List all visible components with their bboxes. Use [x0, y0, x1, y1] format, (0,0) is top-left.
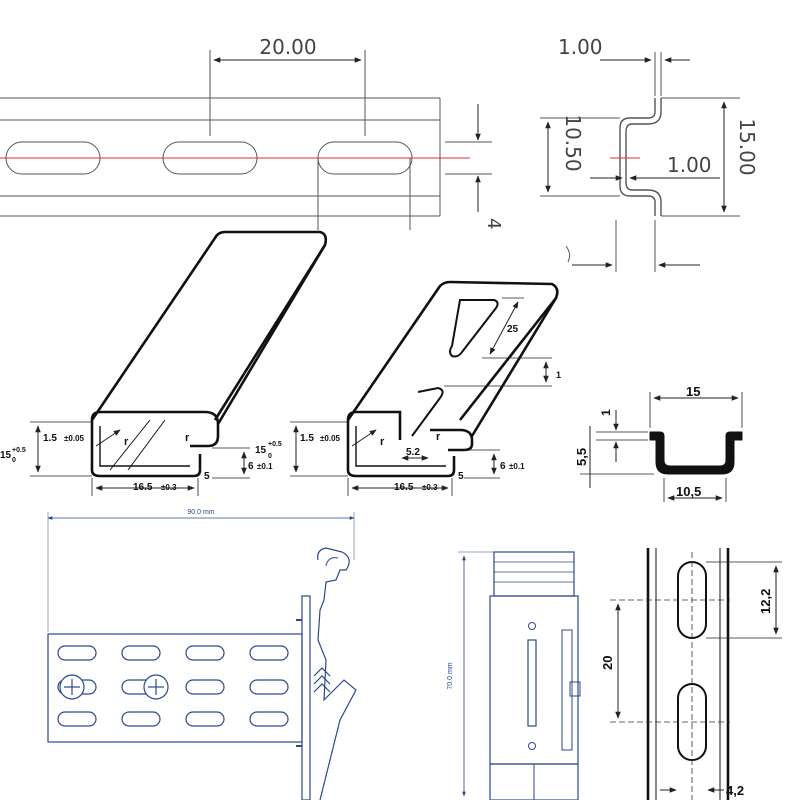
height-label: 15	[0, 450, 12, 461]
slot-length-dimension-line	[489, 301, 519, 355]
rail-b-perspective: 25 1 15 0 +0.5 1.5 ±0.05 r r 5.2 16.5 ±0…	[255, 280, 561, 496]
rail-a-perspective: 15 0 +0.5 1.5 ±0.05 r r 16.5 ±0.3 5 6 ±0…	[0, 230, 328, 496]
height-label: 70.0 mm	[447, 662, 454, 689]
rail-a-front-bottom	[90, 420, 202, 478]
module-slot	[527, 639, 537, 727]
width-label: 16.5	[133, 482, 153, 493]
rail-b-top-face	[346, 280, 559, 421]
height-upper: +0.5	[12, 447, 26, 454]
depth-label: 10.50	[561, 114, 585, 171]
radius-arrow	[95, 429, 121, 447]
led-indicator	[528, 742, 536, 750]
rail-a-back-edge	[216, 244, 327, 425]
depth-label: 6	[248, 461, 254, 472]
module-body	[489, 595, 579, 765]
module-top-cap	[493, 551, 575, 597]
height-upper: +0.5	[268, 441, 282, 448]
slot-length-label: 25	[507, 324, 519, 335]
clip-hook	[325, 557, 339, 567]
mounting-bracket-view: 90.0 mm	[47, 509, 357, 800]
depth-tolerance: ±0.1	[509, 462, 525, 471]
height-lower: 0	[268, 453, 272, 460]
slotted-rail-top-view: 20.00 4	[0, 35, 504, 230]
radius-label: r	[380, 436, 385, 448]
radius-label-right: r	[185, 432, 190, 444]
lip-tolerance: ±0.05	[320, 434, 341, 443]
side-latch	[569, 681, 581, 697]
slot-label: 5	[458, 471, 464, 482]
width-label: 16.5	[394, 482, 414, 493]
width-tolerance: ±0.3	[161, 483, 177, 492]
thickness-label: 1	[599, 409, 613, 416]
rail-a-top-face	[90, 230, 328, 421]
rail-a-hatch	[127, 419, 166, 471]
profile-outer	[619, 98, 656, 216]
top-hat-profile: 15 1 5,5 10,5	[574, 384, 743, 502]
height-lower: 0	[12, 457, 16, 464]
rail-cross-section: 1.00 10.50 1.00 15.00	[540, 35, 759, 272]
lip-tolerance: ±0.05	[64, 434, 85, 443]
width-tolerance: ±0.3	[422, 483, 438, 492]
height-label: 15.00	[735, 118, 759, 175]
inner-width-label: 10,5	[676, 484, 701, 499]
radius-label: r	[124, 436, 129, 448]
profile-inner	[625, 98, 662, 216]
brand-logo-icon	[313, 667, 331, 693]
rail-mount-plate	[301, 595, 311, 800]
rail-b-slot-lower	[411, 386, 444, 437]
thickness-top-label: 1.00	[558, 35, 603, 59]
screw-icon	[59, 674, 85, 700]
slot-gap-label: 1	[556, 370, 561, 380]
rail-clip-profile	[317, 547, 357, 800]
rail-b-front-left	[346, 410, 402, 440]
lip-label: 1.5	[43, 433, 57, 444]
partial-arc	[565, 245, 571, 263]
width-label: 15	[686, 384, 700, 399]
height-label: 15	[255, 445, 267, 456]
slot-length-label: 12,2	[758, 589, 773, 614]
rail-b-front-bottom	[346, 420, 456, 478]
slot-width-label: 4,2	[726, 783, 744, 798]
depth-tolerance: ±0.1	[257, 462, 273, 471]
profile-shape	[649, 431, 743, 475]
slotted-rail-dimensioned: 12,2 20 4,2	[600, 548, 782, 800]
thickness-mid-label: 1.00	[667, 153, 712, 177]
radius-arrow	[351, 429, 377, 447]
rail-a-hatch	[109, 419, 151, 471]
pitch-label: 20	[600, 656, 615, 670]
rail-a-inner-edge	[99, 426, 190, 467]
width-label: 90.0 mm	[187, 509, 214, 516]
radius-label-right: r	[436, 431, 441, 443]
led-indicator	[528, 622, 536, 630]
side-rail	[561, 629, 573, 751]
rail-b-slot	[449, 299, 499, 358]
rail-b-back-edge	[470, 297, 558, 437]
rail-b-inner-edge	[355, 426, 446, 467]
lip-label: 1.5	[300, 433, 314, 444]
rail-a-front-top	[90, 410, 220, 448]
screw-icon	[143, 674, 169, 700]
module-front-view: 70.0 mm	[447, 551, 581, 800]
height-label: 5,5	[574, 448, 589, 466]
slot-label: 5	[204, 471, 210, 482]
depth-label: 6	[500, 461, 506, 472]
slot-width-label: 5.2	[406, 447, 420, 458]
pitch-label: 20.00	[259, 35, 316, 59]
height-label: 4	[483, 218, 504, 229]
